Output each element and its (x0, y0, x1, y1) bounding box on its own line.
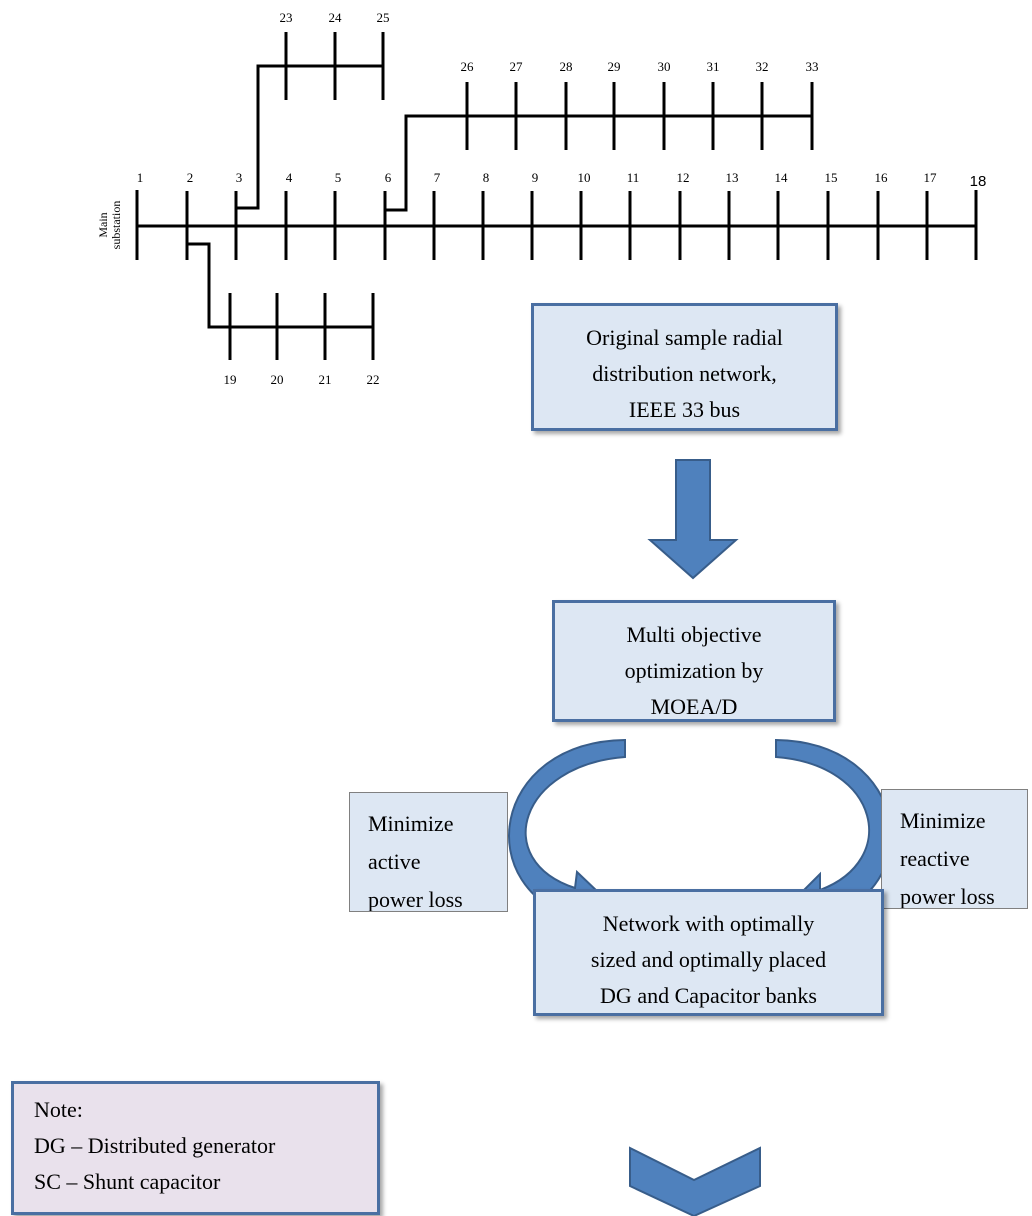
text-line: distribution network, (592, 361, 777, 386)
text-line: reactive (900, 846, 970, 871)
bus-number-label: 3 (236, 170, 243, 185)
bus-number-label: 27 (510, 59, 524, 74)
lateral-23-25-line (236, 64, 383, 210)
bus-number-label: 21 (319, 372, 332, 387)
main-substation-label: Main (96, 212, 110, 237)
bus-number-label: 4 (286, 170, 293, 185)
bus-number-label: 28 (560, 59, 573, 74)
lateral-19-22-line (187, 242, 373, 329)
bus-number-label: 13 (726, 170, 739, 185)
flow-arrows (508, 459, 892, 1216)
lateral-26-33-line (385, 114, 812, 212)
minimize-reactive-loss-text: Minimize reactive power loss (900, 802, 1027, 909)
main-substation-label: substation (109, 201, 123, 250)
text-line: power loss (368, 887, 463, 912)
minimize-active-loss-box: Minimize active power loss (349, 792, 508, 912)
text-line: optimization by (624, 658, 764, 683)
optimal-network-box: Network with optimally sized and optimall… (533, 889, 884, 1016)
text-line: sized and optimally placed (590, 947, 827, 972)
bus-number-label: 17 (924, 170, 938, 185)
bus-number-label: 31 (707, 59, 720, 74)
bus-number-label: 6 (385, 170, 392, 185)
bus-number-label: 22 (367, 372, 380, 387)
bus-number-label: 20 (271, 372, 284, 387)
bus-number-label: 15 (825, 170, 838, 185)
bus-number-label: 10 (578, 170, 591, 185)
original-network-text: Original sample radial distribution netwo… (534, 306, 835, 428)
bus-number-label: 30 (658, 59, 671, 74)
bus-number-label: 12 (677, 170, 690, 185)
text-line: Note: (34, 1097, 83, 1122)
bus-number-label: 16 (875, 170, 889, 185)
text-line: DG – Distributed generator (34, 1133, 276, 1158)
bus-number-label: 5 (335, 170, 342, 185)
bus-number-label: 18 (970, 173, 987, 190)
text-line: MOEA/D (650, 694, 738, 719)
bus-number-label: 29 (608, 59, 621, 74)
optimal-network-text: Network with optimally sized and optimall… (536, 892, 881, 1013)
down-chevron-arrow (629, 1146, 761, 1216)
bus-number-label: 19 (224, 372, 237, 387)
text-line: power loss (900, 884, 995, 909)
bus-number-label: 14 (775, 170, 789, 185)
moo-optimization-box: Multi objective optimization by MOEA/D (552, 600, 836, 722)
moo-optimization-text: Multi objective optimization by MOEA/D (555, 603, 833, 719)
text-line: Minimize (900, 808, 986, 833)
text-line: IEEE 33 bus (628, 397, 741, 422)
bus-number-label: 24 (329, 10, 343, 25)
bus-number-label: 33 (806, 59, 819, 74)
original-network-box: Original sample radial distribution netwo… (531, 303, 838, 431)
text-line: SC – Shunt capacitor (34, 1169, 221, 1194)
text-line: Multi objective (626, 622, 762, 647)
text-line: Network with optimally (602, 911, 815, 936)
bus-number-label: 25 (377, 10, 390, 25)
down-arrow-1 (647, 459, 739, 580)
bus-number-label: 8 (483, 170, 490, 185)
text-line: Original sample radial (586, 325, 783, 350)
bus-number-label: 1 (137, 170, 144, 185)
minimize-active-loss-text: Minimize active power loss (368, 805, 507, 912)
bus-number-label: 9 (532, 170, 539, 185)
minimize-reactive-loss-box: Minimize reactive power loss (881, 789, 1028, 909)
note-text: Note: DG – Distributed generator SC – Shun… (34, 1092, 377, 1200)
note-box: Note: DG – Distributed generator SC – Shun… (11, 1081, 380, 1215)
bus-number-label: 32 (756, 59, 769, 74)
bus-number-label: 2 (187, 170, 194, 185)
bus-number-label: 7 (434, 170, 441, 185)
bus-number-label: 11 (627, 170, 640, 185)
text-line: active (368, 849, 421, 874)
text-line: Minimize (368, 811, 454, 836)
bus-number-label: 26 (461, 59, 475, 74)
bus-number-label: 23 (280, 10, 293, 25)
text-line: DG and Capacitor banks (600, 983, 817, 1008)
